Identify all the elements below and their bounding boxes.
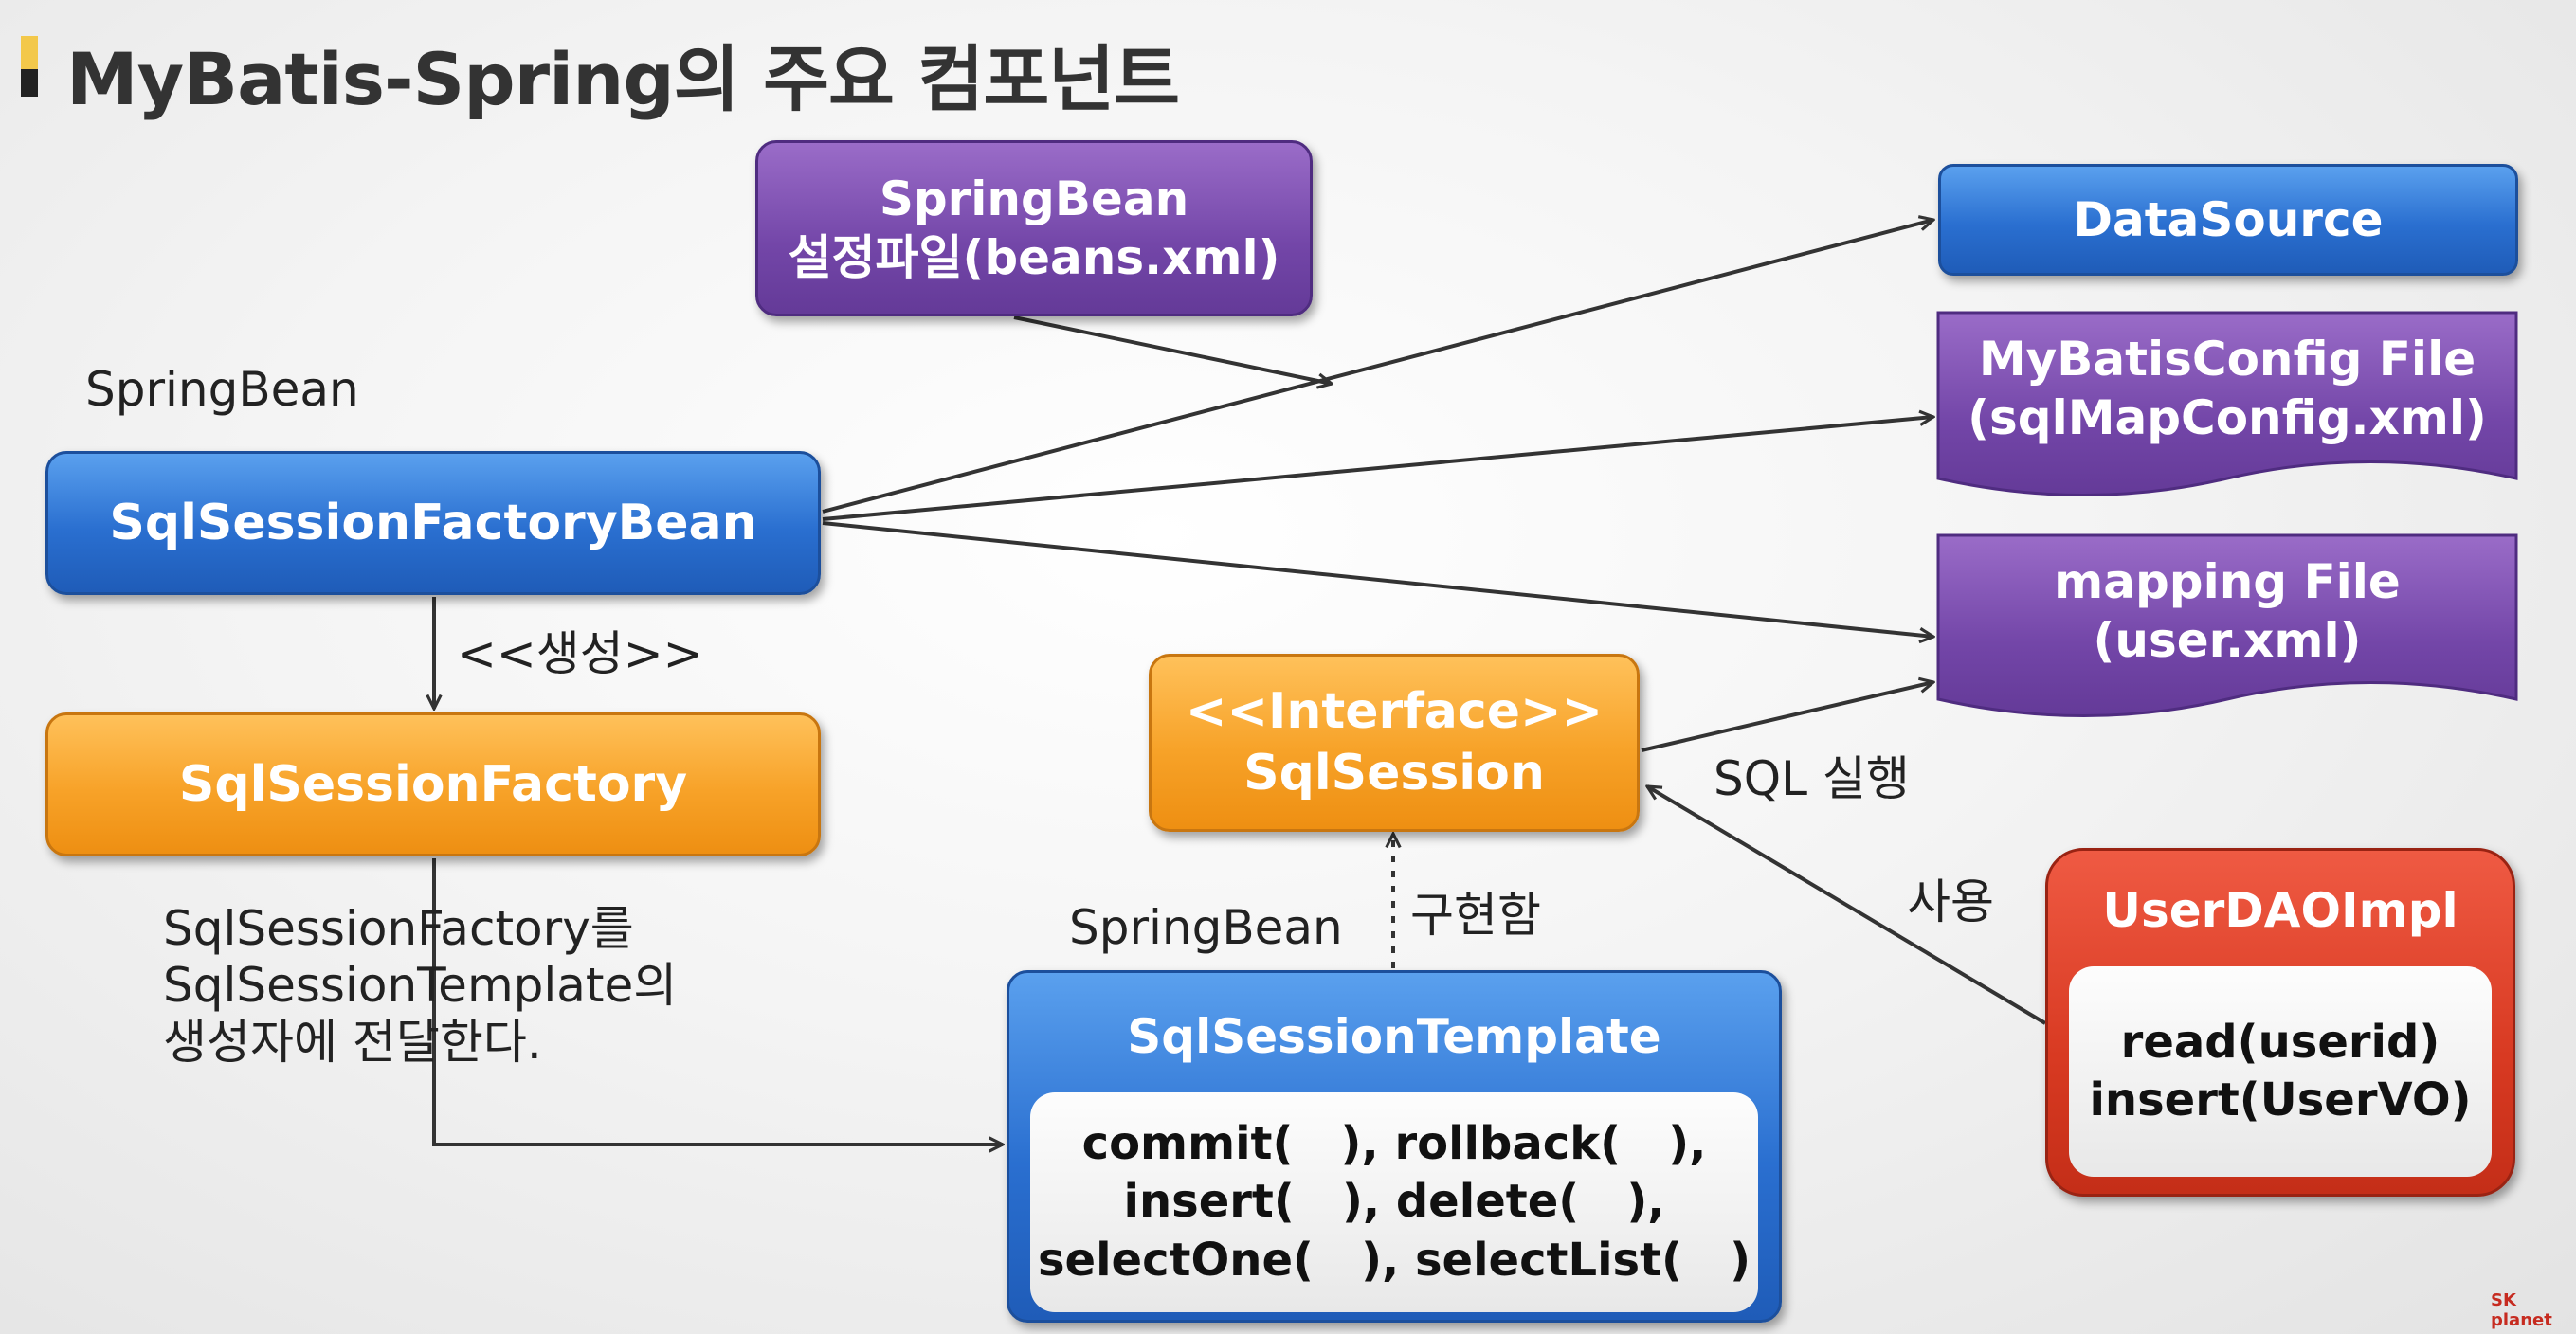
sqlsessiontemplate-box: SqlSessionTemplate commit( ), rollback( …	[1007, 970, 1782, 1323]
userdaoimpl-title: UserDAOImpl	[2102, 883, 2458, 938]
arrow-factorybean-to-mybatisconfig	[822, 417, 1933, 521]
implements-label: 구현함	[1410, 888, 1541, 943]
datasource-box: DataSource	[1938, 164, 2518, 276]
sk-planet-logo: SK planet	[2491, 1290, 2552, 1330]
userdaoimpl-box: UserDAOImpl read(userid) insert(UserVO)	[2045, 848, 2515, 1197]
factory-note-line3: 생성자에 전달한다.	[163, 1015, 542, 1070]
mybatis-config-box: MyBatisConfig File (sqlMapConfig.xml)	[1938, 313, 2516, 464]
beans-config-line2: 설정파일(beans.xml)	[788, 230, 1280, 285]
template-method-line3: selectOne( ), selectList( )	[1037, 1233, 1751, 1287]
sqlsessiontemplate-methods: commit( ), rollback( ), insert( ), delet…	[1030, 1092, 1758, 1312]
userdaoimpl-methods: read(userid) insert(UserVO)	[2069, 966, 2492, 1177]
sqlsession-box: <<Interface>> SqlSession	[1149, 654, 1640, 832]
beans-config-box: SpringBean 설정파일(beans.xml)	[755, 140, 1313, 316]
sqlsessionfactory-label: SqlSessionFactory	[178, 755, 688, 813]
springbean-label-bottom: SpringBean	[1069, 900, 1343, 955]
springbean-label-left: SpringBean	[85, 362, 359, 417]
mybatis-config-line2: (sqlMapConfig.xml)	[1968, 390, 2487, 445]
sqlsessionfactorybean-label: SqlSessionFactoryBean	[109, 494, 757, 551]
arrow-dao-uses-sqlsession	[1647, 786, 2047, 1025]
sqlsessiontemplate-title: SqlSessionTemplate	[1127, 1009, 1661, 1064]
dao-method-insert: insert(UserVO)	[2089, 1073, 2472, 1127]
arrow-factorybean-to-mapping	[822, 521, 1933, 637]
template-method-line1: commit( ), rollback( ),	[1081, 1116, 1707, 1170]
arrow-beans-to-factorybean	[1013, 315, 1332, 384]
arrow-sqlsession-to-mapping	[1641, 682, 1933, 752]
factory-note: SqlSessionFactory를 SqlSessionTemplate의 생…	[163, 900, 677, 1071]
use-label: 사용	[1907, 874, 1994, 929]
dao-method-read: read(userid)	[2120, 1015, 2440, 1069]
sqlsessionfactorybean-box: SqlSessionFactoryBean	[45, 451, 821, 595]
arrow-factorybean-to-datasource	[822, 220, 1933, 514]
title-accent-bar	[21, 36, 38, 97]
mapping-file-line1: mapping File	[2054, 553, 2401, 609]
mybatis-config-doc-shape	[1936, 311, 2518, 496]
datasource-label: DataSource	[2073, 191, 2384, 247]
arrow-factory-to-template	[432, 858, 1003, 1145]
mapping-file-doc-shape	[1936, 533, 2518, 717]
mapping-file-box: mapping File (user.xml)	[1938, 535, 2516, 687]
page-title: MyBatis-Spring의 주요 컴포넌트	[66, 37, 1180, 121]
sqlsession-label: SqlSession	[1243, 745, 1545, 802]
mapping-file-line2: (user.xml)	[2093, 613, 2362, 668]
factory-note-line2: SqlSessionTemplate의	[163, 958, 678, 1013]
factory-note-line1: SqlSessionFactory를	[163, 901, 634, 956]
sqlsessionfactory-box: SqlSessionFactory	[45, 712, 821, 856]
sql-exec-label: SQL 실행	[1714, 751, 1910, 806]
beans-config-line1: SpringBean	[879, 171, 1189, 226]
sqlsession-stereotype: <<Interface>>	[1185, 683, 1604, 740]
mybatis-config-line1: MyBatisConfig File	[1978, 331, 2476, 387]
template-method-line2: insert( ), delete( ),	[1123, 1175, 1665, 1229]
create-label: <<생성>>	[457, 626, 703, 681]
